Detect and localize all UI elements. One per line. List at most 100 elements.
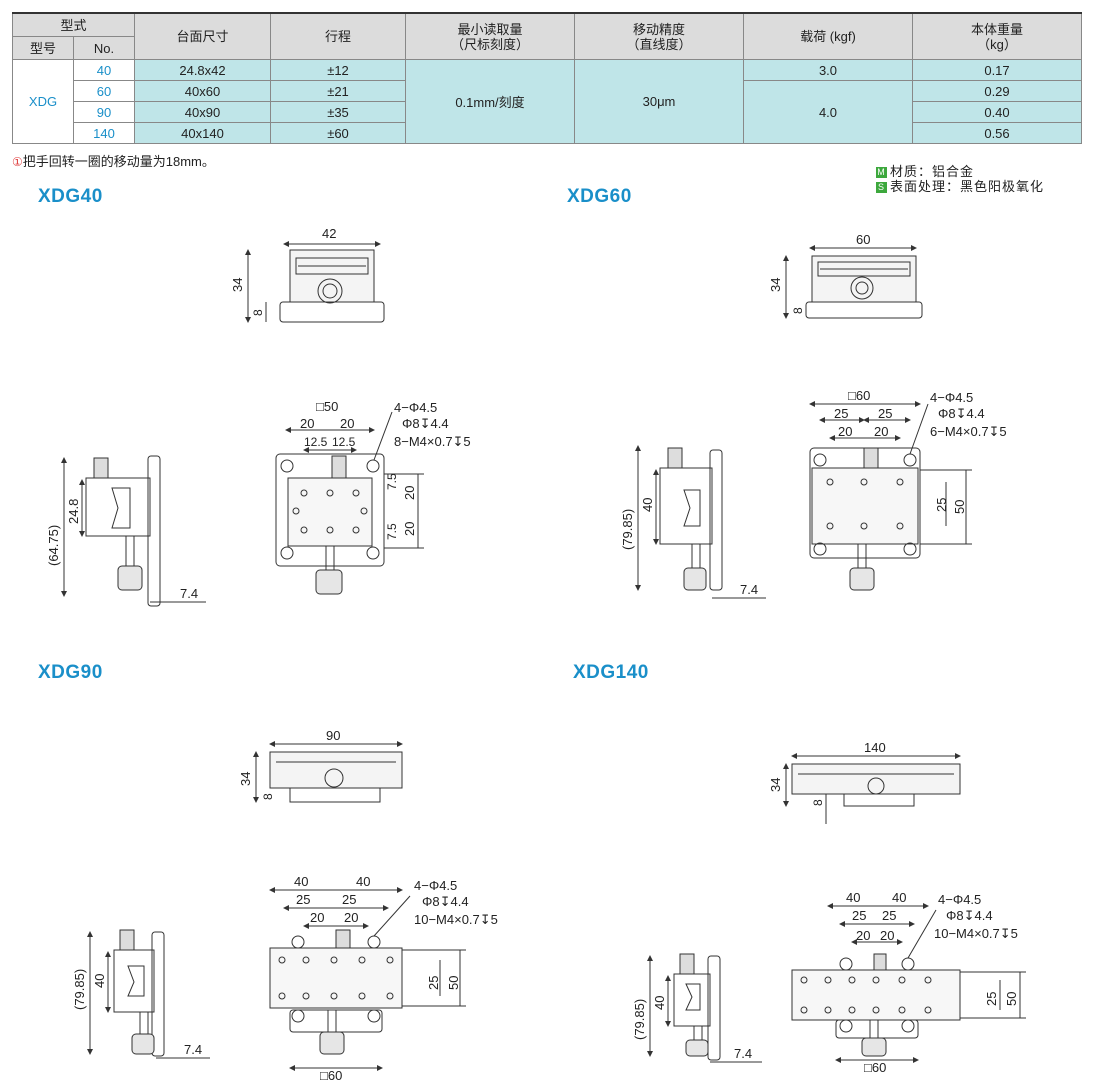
dim-12-5: 12.5: [332, 435, 356, 449]
tap-spec: 10−M4×0.7↧5: [934, 926, 1018, 941]
xdg60-front-view: [783, 245, 923, 319]
dim-25: 25: [984, 992, 999, 1006]
dim-64-75: (64.75): [46, 525, 61, 566]
dim-8: 8: [811, 799, 825, 806]
title-xdg140: XDG140: [573, 662, 649, 683]
size-cell: 40x60: [134, 80, 271, 102]
dim-40: 40: [892, 890, 906, 905]
dim-90: 90: [326, 728, 340, 743]
dim-60: 60: [856, 232, 870, 247]
dim-40: 40: [652, 996, 667, 1010]
dim-79-85: (79.85): [72, 969, 87, 1010]
no-cell: 40: [73, 59, 135, 81]
model-cell: XDG: [12, 59, 74, 144]
dim-7-4: 7.4: [180, 586, 198, 601]
no-cell: 140: [73, 122, 135, 144]
title-xdg90: XDG90: [38, 662, 103, 683]
size-cell: 40x90: [134, 101, 271, 123]
dim-sq60: □60: [848, 388, 870, 403]
dim-140: 140: [864, 740, 886, 755]
table-row: 140 40x140 ±60 0.56: [13, 122, 1082, 144]
xdg90-front-view: [253, 741, 403, 803]
dim-40: 40: [294, 874, 308, 889]
dim-42: 42: [322, 226, 336, 241]
table-row: 90 40x90 ±35 0.40: [13, 101, 1082, 123]
spec-table: 型式 台面尺寸 行程 最小读取量（尺标刻度） 移动精度（直线度） 载荷 (kgf…: [12, 12, 1082, 144]
header-type: 型式: [12, 12, 135, 37]
header-load: 载荷 (kgf): [743, 12, 913, 60]
dim-40: 40: [640, 498, 655, 512]
xdg40-front-view: [245, 241, 385, 323]
xdg140-side-view: [647, 953, 762, 1063]
xdg40-side-view: [61, 455, 206, 607]
dim-25: 25: [296, 892, 310, 907]
material-text: 材质：铝合金: [890, 164, 975, 179]
counterbore-spec: Φ8↧4.4: [946, 908, 993, 923]
weight-cell: 0.56: [912, 122, 1082, 144]
dim-34: 34: [238, 772, 253, 786]
material-tag-icon: M: [876, 167, 887, 178]
note-text: 把手回转一圈的移动量为18mm。: [22, 154, 215, 169]
dim-20: 20: [402, 522, 417, 536]
dim-20: 20: [340, 416, 354, 431]
size-cell: 40x140: [134, 122, 271, 144]
dim-24-8: 24.8: [66, 499, 81, 524]
dim-25: 25: [426, 976, 441, 990]
dim-34: 34: [768, 778, 783, 792]
hole-spec: 4−Φ4.5: [938, 892, 981, 907]
dim-79-85: (79.85): [620, 509, 635, 550]
header-size: 台面尺寸: [134, 12, 271, 60]
tap-spec: 10−M4×0.7↧5: [414, 912, 498, 927]
xdg60-top-view: [809, 401, 972, 591]
dim-7-5: 7.5: [385, 523, 399, 540]
tap-spec: 6−M4×0.7↧5: [930, 424, 1007, 439]
header-weight: 本体重量（kg）: [912, 12, 1082, 60]
handle-note: ①把手回转一圈的移动量为18mm。: [12, 151, 215, 170]
dim-7-4: 7.4: [184, 1042, 202, 1057]
weight-cell: 0.40: [912, 101, 1082, 123]
dim-20: 20: [344, 910, 358, 925]
dim-12-5: 12.5: [304, 435, 328, 449]
counterbore-spec: Φ8↧4.4: [402, 416, 449, 431]
dim-40: 40: [356, 874, 370, 889]
dim-20: 20: [856, 928, 870, 943]
counterbore-spec: Φ8↧4.4: [422, 894, 469, 909]
dim-20: 20: [874, 424, 888, 439]
dim-20: 20: [880, 928, 894, 943]
stroke-cell: ±60: [270, 122, 406, 144]
header-no: No.: [73, 36, 135, 60]
dim-40: 40: [92, 974, 107, 988]
dim-sq60: □60: [864, 1060, 886, 1075]
dim-50: 50: [446, 976, 461, 990]
hole-spec: 4−Φ4.5: [394, 400, 437, 415]
surface-tag-icon: S: [876, 182, 887, 193]
dim-25: 25: [882, 908, 896, 923]
title-xdg40: XDG40: [38, 186, 103, 207]
tap-spec: 8−M4×0.7↧5: [394, 434, 471, 449]
dim-20: 20: [838, 424, 852, 439]
dim-sq60: □60: [320, 1068, 342, 1083]
hole-spec: 4−Φ4.5: [414, 878, 457, 893]
dim-34: 34: [230, 278, 245, 292]
dim-40: 40: [846, 890, 860, 905]
dim-sq50: □50: [316, 399, 338, 414]
xdg140-front-view: [783, 753, 961, 824]
dim-8: 8: [251, 309, 265, 316]
weight-cell: 0.29: [912, 80, 1082, 102]
title-xdg60: XDG60: [567, 186, 632, 207]
note-mark-icon: ①: [12, 155, 23, 169]
dim-20: 20: [310, 910, 324, 925]
header-model: 型号: [12, 36, 74, 60]
xdg60-side-view: [635, 445, 766, 599]
xdg90-side-view: [87, 929, 210, 1059]
dim-7-4: 7.4: [734, 1046, 752, 1061]
dim-25: 25: [834, 406, 848, 421]
min-read-cell: 0.1mm/刻度: [405, 59, 575, 144]
xdg40-top-view: [275, 411, 424, 595]
stroke-cell: ±12: [270, 59, 406, 81]
xdg90-top-view: [269, 887, 466, 1071]
dim-25: 25: [878, 406, 892, 421]
